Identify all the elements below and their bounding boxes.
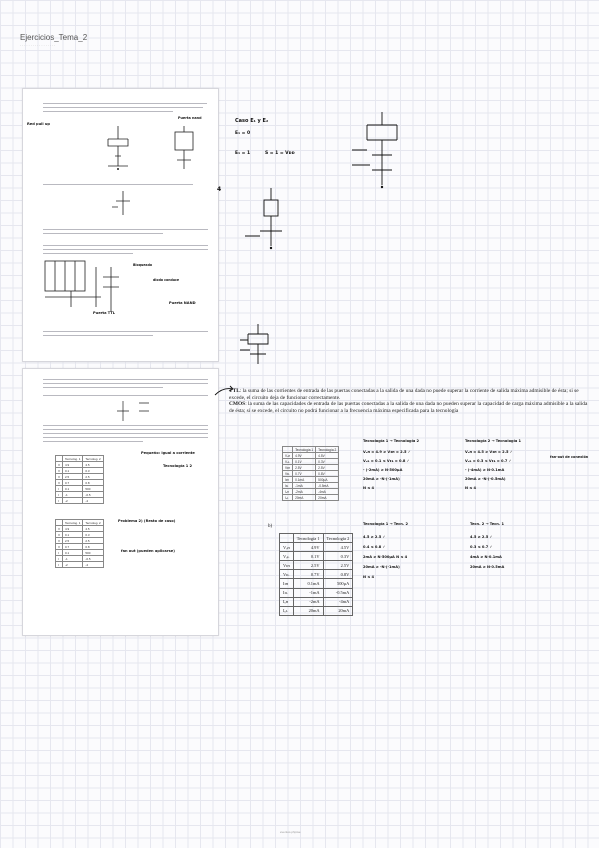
calc-t1-t2-b-lines: 4.5 ≥ 2.5 ✓ 0.4 ≤ 0.8 ✓ 2mA ≥ N·500µA N … (363, 535, 408, 579)
document-title: Ejercicios_Tema_2 (20, 33, 88, 42)
transistor-diagram-4 (245, 188, 282, 250)
calc-title-t2-t1-b: Tecn. 2 → Tecn. 1 (470, 522, 504, 526)
page2-note-3: Problema 2) (Resto de caso) (118, 519, 176, 523)
calc-t1-t2-lines: Vₒʜ = 4.9 ≥ Vɪʜ = 2.5 ✓ Vₒʟ = 0.1 ≤ Vɪʟ … (363, 450, 411, 490)
blocked-note: Bloqueado (133, 263, 153, 267)
gate-circuit-bottom (240, 324, 269, 364)
page2-note-1: Pequeño: igual a corriente (141, 451, 195, 455)
transistor-circuit-2 (174, 126, 194, 169)
cmos-case-3: S = 1 = Vᴅᴅ (265, 151, 295, 156)
connector-arrow (214, 385, 234, 396)
theory-text: TTL: la suma de las corrientes de entrad… (229, 388, 588, 414)
document-meta: · · · · · · · · · · · · · · · · · (20, 44, 56, 48)
calc-title-t1-t2: Tecnología 1 → Tecnología 2 (363, 439, 420, 443)
ttl-label: Puerta TTL (93, 311, 116, 315)
calc-t2-t1-b-lines: 4.5 ≥ 2.5 ✓ 0.3 ≤ 0.7 ✓ 4mA ≥ N·0.1mA 20… (470, 535, 505, 569)
transistor-circuit-1 (107, 126, 129, 170)
circuit-label-a: Puerta nand (178, 116, 202, 120)
cmos-circuit-right (352, 112, 398, 189)
gate-label: Puerta NAND (169, 301, 196, 305)
calc-t2-t1-lines: Vₒʜ = 4.5 ≥ Vɪʜ = 2.5 ✓ Vₒʟ = 0.3 ≤ Vɪʟ … (465, 450, 513, 490)
calc-title-t2-t1: Tecnología 2 → Tecnología 1 (465, 439, 522, 443)
fan-out-note: fan-out de conexión (550, 455, 589, 459)
cmos-case-1: E₁ = 0 (235, 131, 251, 136)
page-footer: eventos.php/ae (280, 830, 301, 834)
output-circuit (112, 191, 130, 215)
diode-note: diodo conduce (153, 278, 180, 282)
cmos-case-2: E₁ = 1 (235, 151, 251, 156)
calc-title-t1-t2-b: Tecnología 1 → Tecn. 2 (363, 522, 408, 526)
page2-note-4: fan out (pueden aplicarse) (121, 549, 175, 553)
question-number: 4 (217, 186, 222, 193)
page-thumbnail-1[interactable]: Red pull up Puerta nand Bloqueado diodo … (22, 88, 219, 362)
table-b-label: b) (268, 524, 273, 529)
page2-note-2: Tecnología 1 2 (163, 464, 193, 468)
page2-circuit (117, 401, 149, 421)
pull-up-note: Red pull up (27, 122, 51, 126)
ttl-gate-diagram (44, 260, 119, 312)
cmos-case-title: Caso E₁ y E₂ (235, 118, 269, 124)
